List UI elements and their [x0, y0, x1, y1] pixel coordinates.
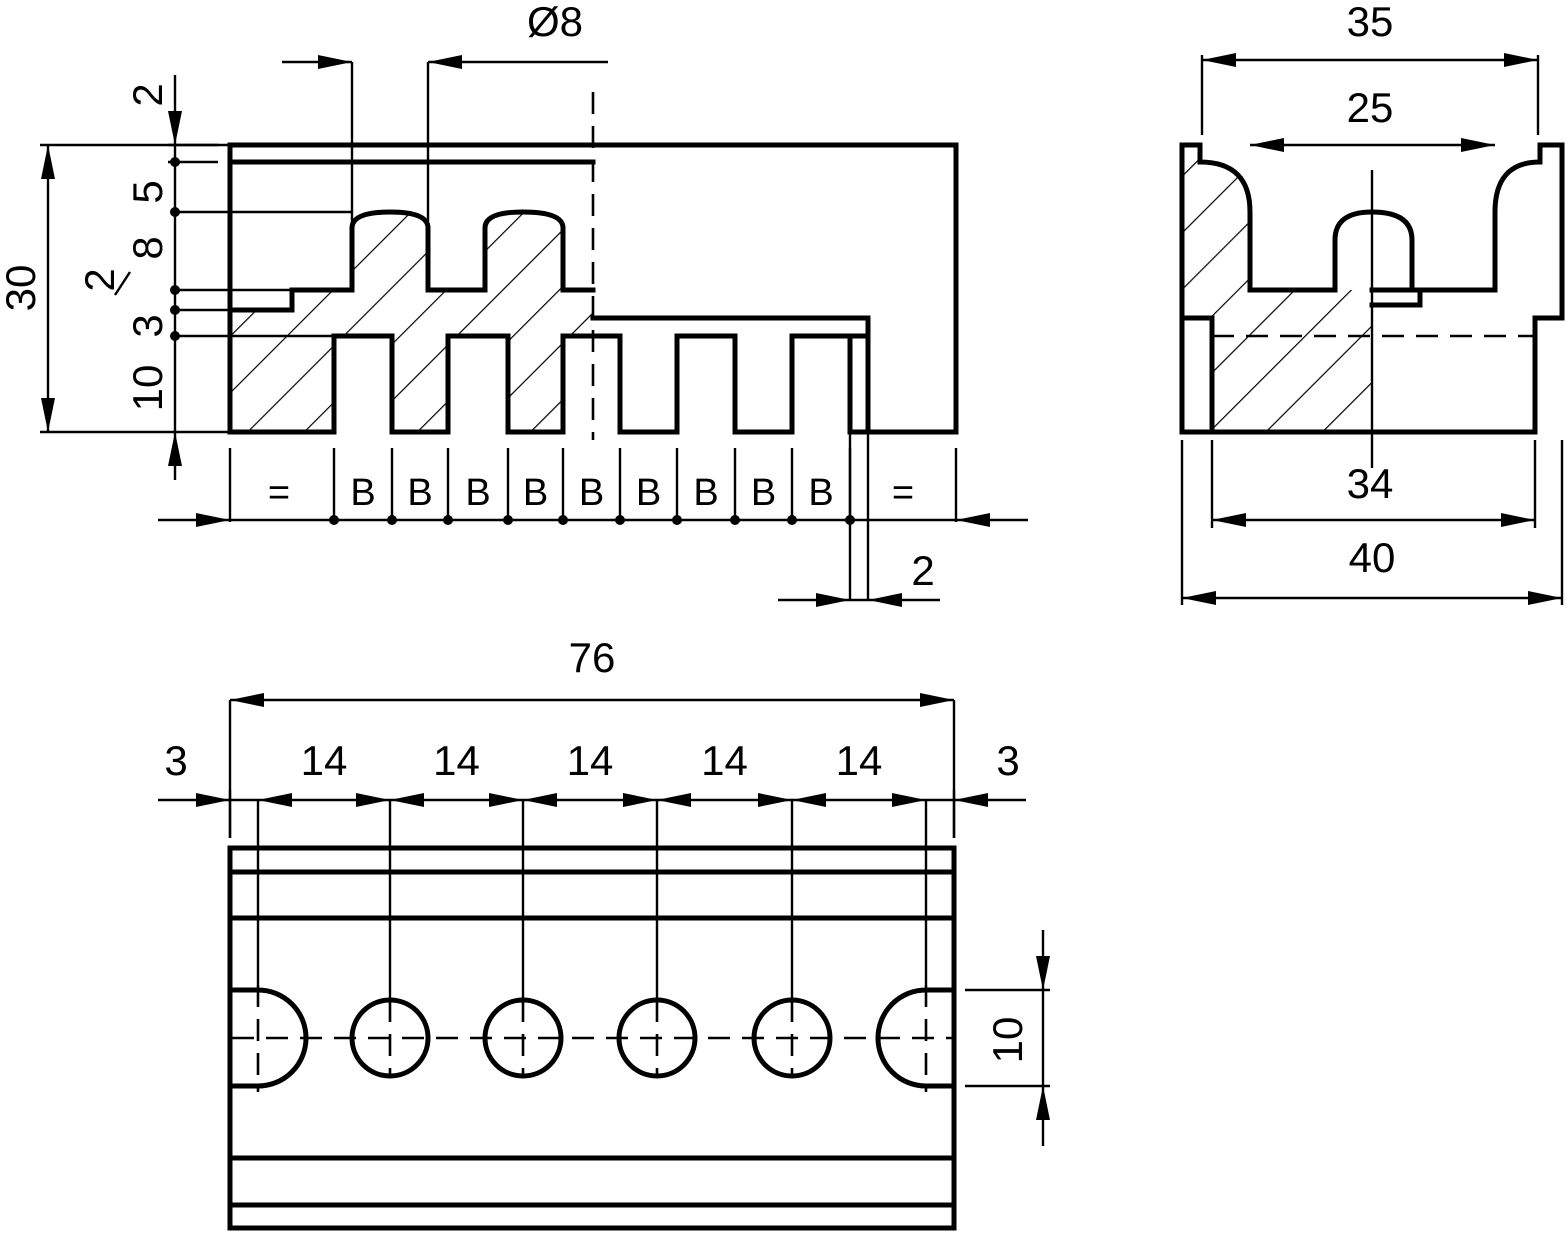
pitch-label-b: B: [465, 472, 490, 514]
equal-label-right: =: [892, 472, 914, 514]
dim-width-inner: 25: [1347, 84, 1394, 131]
top-outline: [227, 845, 957, 1231]
pitch-label-b: B: [808, 472, 833, 514]
pitch-label-b: B: [350, 472, 375, 514]
front-upper-comb: [227, 209, 596, 313]
dim-hole-offset: 10: [984, 1017, 1031, 1064]
side-view: 35 25 34 40: [1179, 0, 1565, 605]
front-lower-teeth: [227, 333, 871, 435]
top-view: 76 14 14 14 14 14 3 3 10: [158, 634, 1050, 1231]
side-outline: [1179, 142, 1565, 435]
equal-label-left: =: [268, 472, 290, 514]
pitch-label-b: B: [751, 472, 776, 514]
dim-width-slot: 34: [1347, 460, 1394, 507]
dim-length-total: 76: [569, 634, 616, 681]
dim-pitch: 14: [836, 737, 883, 784]
dim-height-total: 30: [0, 265, 44, 312]
dim-pitch: 14: [433, 737, 480, 784]
pitch-label-b: B: [693, 472, 718, 514]
dim-gap-2: 2: [911, 547, 934, 594]
top-pitch-chain: 14 14 14 14 14: [228, 737, 956, 838]
front-section-hatch: [230, 212, 593, 432]
dim-edge-left: 3: [164, 737, 187, 784]
dim-step-3: 3: [124, 314, 171, 337]
side-section-hatch: [1182, 145, 1372, 432]
pitch-label-b: B: [579, 472, 604, 514]
dim-step-2-mid: 2: [76, 268, 123, 291]
front-view: Ø8 2 5 8 2 3 10 30: [0, 0, 1028, 607]
dim-width-top: 35: [1347, 0, 1394, 45]
dim-step-5: 5: [124, 180, 171, 203]
dim-hole-diameter: Ø8: [527, 0, 583, 45]
dim-step-8: 8: [124, 236, 171, 259]
front-outline: [227, 142, 959, 435]
dim-pitch: 14: [567, 737, 614, 784]
dim-pitch: 14: [301, 737, 348, 784]
dim-edge-right: 3: [996, 737, 1019, 784]
dim-pitch: 14: [701, 737, 748, 784]
top-holes: [349, 800, 833, 1079]
dim-step-10: 10: [124, 365, 171, 412]
pitch-label-b: B: [523, 472, 548, 514]
pitch-label-b: B: [636, 472, 661, 514]
dim-step-2-top: 2: [124, 83, 171, 106]
pitch-label-b: B: [407, 472, 432, 514]
dim-width-total: 40: [1349, 534, 1396, 581]
